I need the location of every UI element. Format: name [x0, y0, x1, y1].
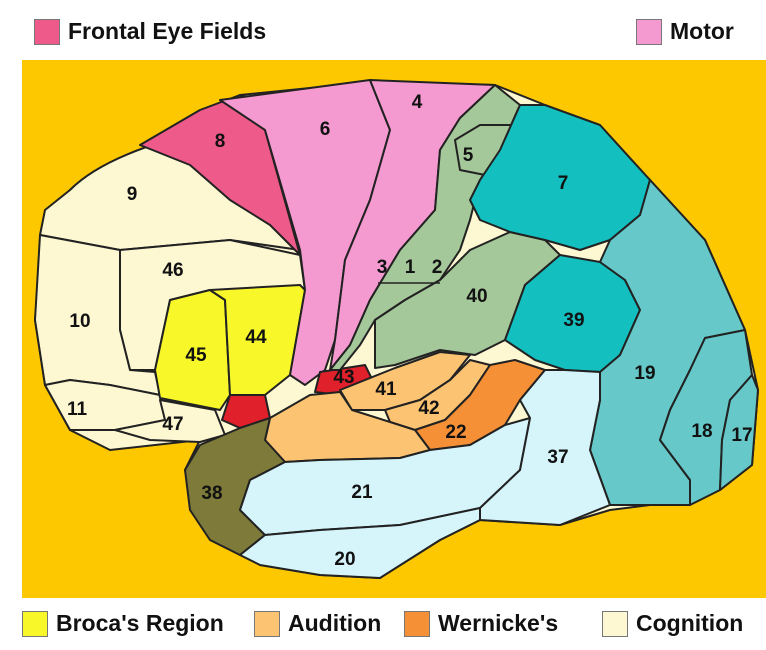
legend-item-motor: Motor	[636, 18, 734, 45]
label-5: 5	[463, 145, 474, 166]
legend-item-frontal-eye-fields: Frontal Eye Fields	[34, 18, 266, 45]
label-45: 45	[185, 345, 207, 366]
legend-label-audition: Audition	[288, 610, 381, 637]
label-39: 39	[563, 310, 584, 331]
label-8: 8	[215, 131, 226, 152]
legend-label-motor: Motor	[670, 18, 734, 45]
legend-label-brocas-region: Broca's Region	[56, 610, 224, 637]
label-1: 1	[405, 257, 416, 278]
legend-swatch-motor	[636, 19, 662, 45]
label-4: 4	[412, 92, 423, 113]
label-17: 17	[731, 425, 752, 446]
label-21: 21	[351, 482, 373, 503]
legend-swatch-wernickes	[404, 611, 430, 637]
label-9: 9	[127, 184, 138, 205]
label-19: 19	[634, 363, 655, 384]
label-10: 10	[69, 311, 90, 332]
brain-svg: 9 8 6 4 5 7 46 10 3 1 2 40 39 44 45 43 4…	[22, 60, 766, 598]
label-7: 7	[558, 173, 569, 194]
label-44: 44	[245, 327, 267, 348]
legend-label-wernickes: Wernicke's	[438, 610, 558, 637]
legend-item-cognition: Cognition	[602, 610, 743, 637]
legend-item-wernickes: Wernicke's	[404, 610, 558, 637]
legend-swatch-brocas-region	[22, 611, 48, 637]
label-37: 37	[547, 447, 568, 468]
legend-label-cognition: Cognition	[636, 610, 743, 637]
legend-item-brocas-region: Broca's Region	[22, 610, 224, 637]
label-38: 38	[201, 483, 222, 504]
label-11: 11	[67, 399, 88, 420]
label-3: 3	[377, 257, 388, 278]
label-46: 46	[162, 260, 183, 281]
legend-swatch-cognition	[602, 611, 628, 637]
label-18: 18	[691, 421, 712, 442]
legend-swatch-audition	[254, 611, 280, 637]
label-2: 2	[432, 257, 443, 278]
label-40: 40	[466, 286, 487, 307]
label-43: 43	[333, 367, 354, 388]
legend-swatch-frontal-eye-fields	[34, 19, 60, 45]
legend-label-frontal-eye-fields: Frontal Eye Fields	[68, 18, 266, 45]
label-42: 42	[418, 398, 439, 419]
label-20: 20	[334, 549, 355, 570]
legend-top: Frontal Eye Fields Motor	[0, 18, 766, 58]
label-41: 41	[375, 379, 397, 400]
label-47: 47	[162, 414, 183, 435]
brain-diagram: 9 8 6 4 5 7 46 10 3 1 2 40 39 44 45 43 4…	[22, 60, 766, 598]
legend-item-audition: Audition	[254, 610, 381, 637]
label-22: 22	[445, 422, 466, 443]
legend-bottom: Broca's Region Audition Wernicke's Cogni…	[0, 610, 766, 650]
label-6: 6	[320, 119, 331, 140]
